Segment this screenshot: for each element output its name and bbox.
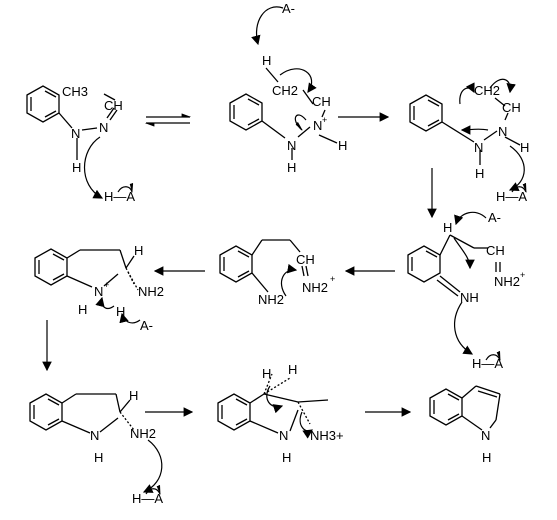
curved-arrow: [460, 125, 489, 135]
plus-sign: +: [330, 274, 335, 284]
ch-label: CH: [312, 94, 331, 109]
curved-arrow: [145, 484, 161, 496]
h-label: H: [443, 220, 452, 235]
n-label: N: [90, 428, 99, 443]
curved-arrow: [142, 439, 163, 493]
curved-arrow: [119, 312, 141, 324]
curved-arrow: [489, 78, 516, 94]
nh3-plus-label: NH3+: [310, 428, 344, 443]
h-label: H: [475, 166, 484, 181]
h-label: H: [482, 450, 491, 465]
h-label: H: [262, 366, 271, 381]
h-label: H: [116, 304, 125, 319]
n-plus-label: N: [313, 118, 322, 133]
h-label: H: [338, 138, 347, 153]
nh2-label: NH2: [138, 284, 164, 299]
plus-sign: +: [104, 280, 109, 290]
nh2-plus-label: NH2: [494, 274, 520, 289]
structure-ene-hydrazine: A- H CH2 CH N N + H H: [229, 1, 347, 175]
structure-diimine: H CH NH2 + NH A- H—A: [407, 210, 525, 371]
ch-label: CH: [296, 252, 315, 267]
n-label: N: [99, 120, 108, 135]
ch-label: CH: [104, 98, 123, 113]
structure-sigmatropic-precursor: CH2 CH N N H H H—A: [409, 78, 529, 204]
h-a-label: H—A: [496, 189, 527, 204]
curved-arrow: [117, 182, 134, 194]
curved-arrow: [281, 263, 298, 297]
structure-protonated-aminoindoline: H NH2 N + H H A-: [34, 243, 164, 333]
curved-arrow: [454, 211, 487, 226]
ch-label: CH: [502, 100, 521, 115]
h-label: H: [78, 302, 87, 317]
curved-arrow: [299, 411, 313, 439]
nh2-label: NH2: [130, 426, 156, 441]
a-minus-label: A-: [282, 1, 295, 16]
curved-arrow: [266, 385, 284, 414]
h-label: H: [520, 140, 529, 155]
n-label: N: [481, 428, 490, 443]
curved-arrow: [83, 136, 104, 199]
h-label: H: [287, 160, 296, 175]
structure-phenylhydrazone: CH3 CH N N H H—A: [26, 84, 135, 204]
structure-iminium: CH NH2 + NH2: [219, 239, 335, 307]
curved-arrow: [454, 301, 474, 355]
n-label: N: [71, 126, 80, 141]
structure-indole: N H: [429, 385, 501, 465]
nh2-label: NH2: [258, 292, 284, 307]
h-label: H: [72, 160, 81, 175]
curved-arrow: [95, 296, 115, 310]
n-label: N: [474, 140, 483, 155]
h-a-label: H—A: [472, 356, 503, 371]
h-label: H: [288, 362, 297, 377]
ch2-label: CH2: [474, 83, 500, 98]
plus-sign: +: [322, 115, 327, 125]
ch2-label: CH2: [272, 83, 298, 98]
h-label: H: [94, 450, 103, 465]
curved-arrow: [485, 350, 501, 362]
h-label: H: [282, 450, 291, 465]
curved-arrow: [294, 114, 307, 131]
a-minus-label: A-: [140, 318, 153, 333]
curved-arrow: [459, 82, 475, 105]
curved-arrow: [511, 182, 527, 194]
curved-arrow: [279, 68, 317, 93]
h-label: H: [134, 243, 143, 258]
h-a-label: H—A: [104, 189, 135, 204]
nh-label: NH: [460, 290, 479, 305]
curved-arrow: [453, 237, 475, 270]
structure-ammonium-elimination: H H NH3+ N H: [217, 362, 344, 465]
h-a-label: H—A: [132, 491, 163, 506]
structure-aminoindoline: H NH2 N H H—A: [29, 388, 163, 506]
plus-sign: +: [520, 270, 525, 280]
nh2-label: NH2: [302, 280, 328, 295]
curved-arrow: [508, 145, 525, 191]
n-label: N: [94, 284, 103, 299]
n-label: N: [498, 124, 507, 139]
a-minus-label: A-: [488, 210, 501, 225]
curved-arrow: [251, 6, 284, 46]
h-label: H: [129, 388, 138, 403]
n-label: N: [279, 428, 288, 443]
ch3-label: CH3: [62, 84, 88, 99]
equilibrium-arrow: [144, 113, 192, 127]
h-label: H: [262, 53, 271, 68]
n-label: N: [287, 138, 296, 153]
ch-label: CH: [486, 243, 505, 258]
